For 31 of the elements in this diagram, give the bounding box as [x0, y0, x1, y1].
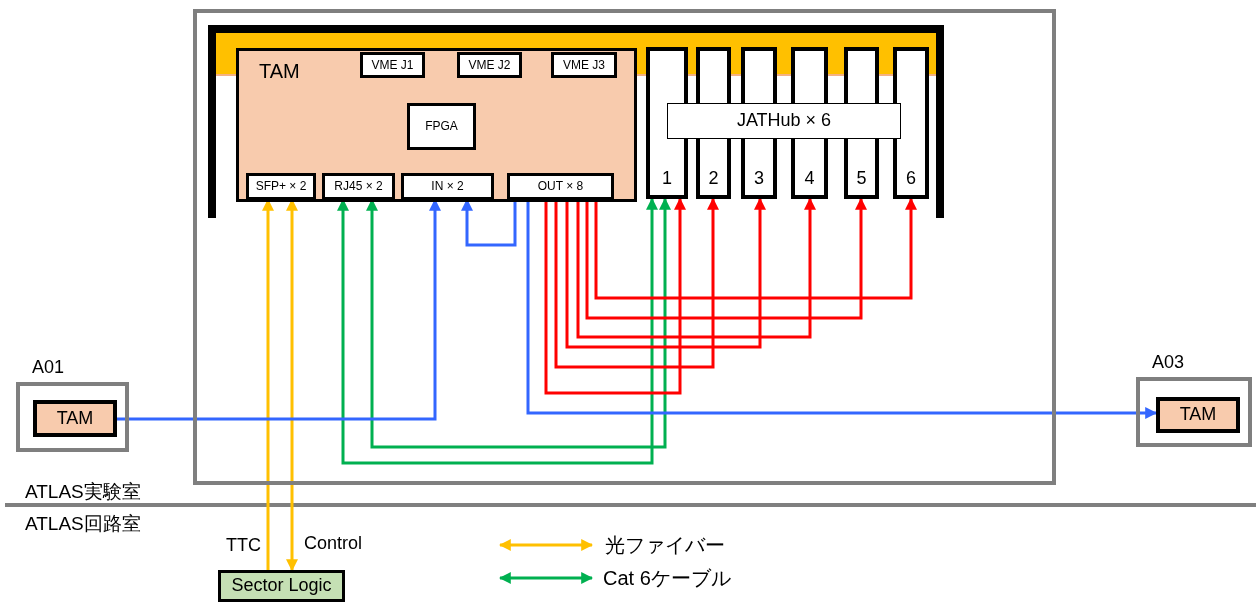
board-box [236, 48, 637, 202]
arrow [594, 197, 917, 300]
chip-box: FPGA [407, 103, 476, 150]
board-box: TAM [33, 400, 117, 437]
module-box: JATHub × 6 [667, 103, 901, 139]
connector-box: VME J3 [551, 52, 617, 78]
port-box: IN × 2 [401, 173, 494, 200]
logic-box: Sector Logic [218, 570, 345, 602]
room-label: ATLAS実験室 [25, 482, 141, 501]
arrow [526, 200, 1158, 419]
room-label: ATLAS回路室 [25, 514, 141, 533]
rack-label: A03 [1152, 353, 1185, 371]
enclosure-frame [193, 9, 1056, 485]
arrow [337, 197, 658, 465]
board-title: TAM [259, 61, 300, 81]
arrow [544, 197, 686, 395]
legend-text: 光ファイバー [605, 535, 725, 555]
arrow [565, 197, 766, 349]
slot-box: 6 [893, 47, 929, 199]
port-box: RJ45 × 2 [322, 173, 395, 200]
arrow [366, 197, 671, 449]
arrow [576, 197, 816, 339]
board-box: TAM [1156, 397, 1240, 433]
legend-text: Cat 6ケーブル [603, 568, 731, 588]
arrow [585, 197, 867, 320]
port-box: OUT × 8 [507, 173, 614, 200]
port-box: SFP+ × 2 [246, 173, 316, 200]
connector-box: VME J1 [360, 52, 425, 78]
connector-box: VME J2 [457, 52, 522, 78]
rack-label: A01 [32, 358, 65, 376]
arrow [554, 197, 719, 369]
